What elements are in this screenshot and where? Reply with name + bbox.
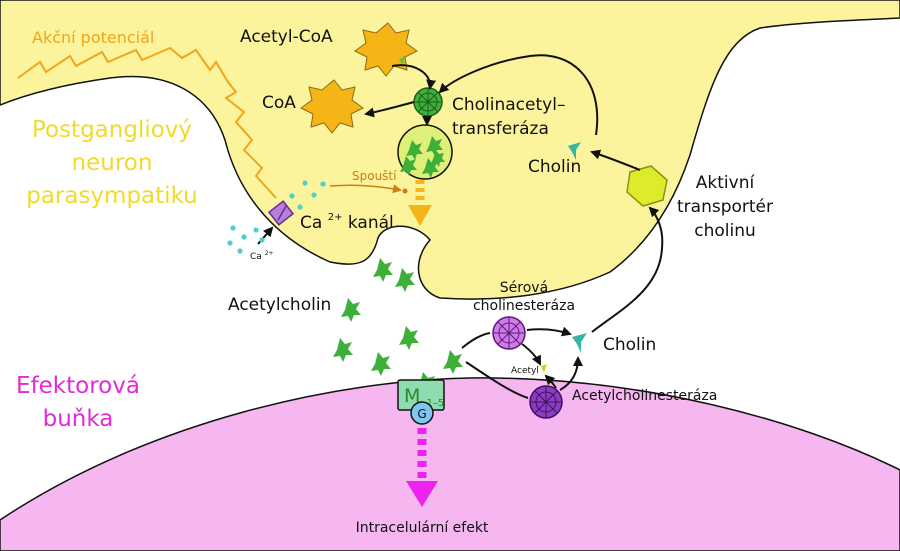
ache-to-choline-arrow [559,356,583,391]
serum-enzyme-spokes [493,317,525,349]
trigger-arrow [329,184,402,194]
ache-enzyme-spokes [530,386,562,418]
ca-ion-sup: 2+ [265,250,274,257]
trigger-label: Spouští [352,169,397,183]
ca-channel-sup: 2+ [328,212,343,223]
serum-cholinesterase-enzyme [492,316,526,350]
action-potential-label: Akční potenciál [32,28,154,47]
neuron-label-line1: Postgangliový [32,117,192,143]
choline-bottom-molecule [572,333,587,353]
acetyl-group-tip [399,55,405,65]
cleft-ach-4 [399,326,419,350]
receptor-label: M 1–5 [404,385,444,409]
ache-label: Acetylcholinesteráza [572,388,717,404]
transporter-label-line1: Aktivní [696,173,756,193]
vesicle-ach-1 [406,140,423,160]
vesicle-ach-2 [426,136,443,156]
calcium-channel-body [267,200,295,226]
vesicle-acetylcholine-group [400,136,445,178]
ca-ion-5 [297,204,303,210]
release-arrow-head [408,205,432,226]
neuron-label-line2: neuron [72,150,153,176]
neuron-label: Postgangliový neuron parasympatiku [26,117,198,209]
enzyme-spokes [414,88,442,116]
reuptake-arrow [591,206,664,333]
ca-ion-7 [241,234,247,240]
choline-transporter [626,165,668,207]
receptor-sub-text: 1–5 [426,398,444,409]
calcium-channel [267,200,295,226]
signal-arrow-head [406,481,438,507]
ca-ion-8 [227,240,233,246]
cleft-ach-6 [371,352,391,376]
serum-cholinesterase-label-line2: cholinesteráza [473,298,575,314]
coa-molecule [300,79,364,134]
ache-to-acetyl-arrow [544,374,557,389]
muscarinic-receptor: M 1–5 [397,379,445,411]
ca-ion-11 [237,248,243,254]
ca-ion-text: Ca [250,252,262,262]
cleft-ach-1 [373,258,393,282]
vesicle-trigger-dot [402,188,408,194]
coa-label: CoA [262,93,296,113]
acetyl-coa-label: Acetyl-CoA [240,27,333,47]
effector-cell [0,377,900,551]
choline-bottom-label: Cholin [603,335,656,355]
action-potential-zigzag [17,46,277,199]
enzyme-to-coa-arrow [364,101,415,118]
choline-recycle-arrow [438,54,599,136]
cleft-ach-5 [333,338,353,362]
enzyme-label-line2: transferáza [452,119,549,139]
serum-cholinesterase-label-line1: Sérová [500,280,548,296]
choline-top-molecule [568,142,581,160]
ca-channel-suffix: kanál [348,213,394,233]
acetylcholine-label: Acetylcholin [228,295,331,315]
choline-top-label: Cholin [528,157,581,177]
g-protein-label: G [417,407,426,421]
acetylcholinesterase-enzyme [529,385,563,419]
g-protein: G [410,401,434,425]
effector-label-line2: buňka [43,406,114,432]
g-protein-circle [410,401,434,425]
calcium-channel-pore [277,205,287,221]
acetyl-coa-to-enzyme-arrow [391,64,437,90]
neuron-label-line3: parasympatiku [26,183,198,209]
ca-channel-label: Ca 2+ kanál [300,205,394,233]
serum-to-choline-arrow [526,326,572,337]
receptor-m-text: M [404,385,420,407]
ca-ion-label: Ca 2+ [250,250,274,262]
ca-ion-9 [253,227,259,233]
effector-label-line1: Efektorová [16,373,140,399]
transporter-label-line3: cholinu [694,221,756,241]
transporter-label-line2: transportér [677,197,773,217]
choline-acetyltransferase-enzyme [413,87,443,117]
ca-ion-10 [259,237,265,243]
ca-ion-4 [320,181,326,187]
serum-to-acetyl-arrow [521,343,541,366]
ca-ion-2 [302,180,308,186]
vesicle-ach-5 [431,150,445,167]
cleft-ach-3 [341,298,361,322]
cleft-to-ache-arrow [465,361,529,399]
ca-ion-1 [289,193,295,199]
cleft-ach-7 [443,350,463,374]
ca-channel-prefix: Ca [300,213,322,233]
ca-ion-6 [230,225,236,231]
intracellular-effect-label: Intracelulární efekt [356,520,489,536]
acetyl-label: Acetyl [511,366,539,376]
cleft-ach-2 [395,268,415,292]
ca-ion-3 [311,192,317,198]
transporter-to-choline-arrow [590,149,641,171]
enzyme-label-line1: Cholinacetyl– [452,95,565,115]
calcium-ion-group [227,180,326,254]
cleft-to-serum-arrow [461,332,491,349]
vesicle-ach-3 [400,156,417,176]
acetyl-molecule [541,364,547,373]
